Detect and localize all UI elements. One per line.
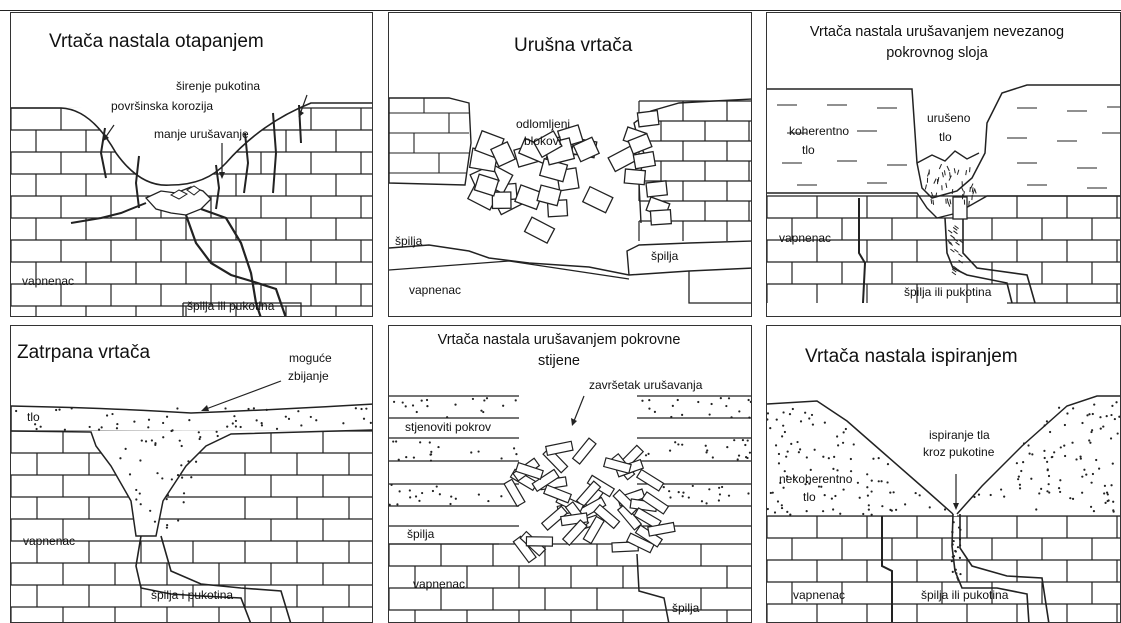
label-minor-collapse: manje urušavanje [154,127,249,141]
panel-suffosion-sinkhole: Vrtača nastala ispiranjem ispiranje tla … [766,325,1121,623]
solution-sinkhole-drawing [11,94,372,316]
label-cave: špilja i pukotina [151,588,234,602]
label-cave: špilja ili pukotina [904,285,992,299]
label-washing-1: ispiranje tla [929,428,990,442]
panel-cover-collapse-sinkhole: Vrtača nastala urušavanjem nevezanog pok… [766,12,1121,317]
label-coherent-2: tlo [802,143,815,157]
cover-collapse-drawing [767,84,1120,304]
panel-caprock-collapse-sinkhole: Vrtača nastala urušavanjem pokrovne stij… [388,325,752,623]
label-rock-cover: stjenoviti pokrov [405,420,492,434]
panel-collapse-sinkhole: Urušna vrtača odlomljeni blokovi špilja … [388,12,752,317]
label-compaction-1: moguće [289,351,332,365]
label-collapsed-2: tlo [939,130,952,144]
panel-title: Zatrpana vrtača [17,342,151,363]
panel-title-line-2: stijene [538,353,580,369]
label-collapsed-1: urušeno [927,111,971,125]
label-end-of-collapse: završetak urušavanja [589,378,703,392]
panel-title: Urušna vrtača [514,35,633,56]
label-surface-corrosion: površinska korozija [111,99,214,113]
label-cave-left: špilja [407,527,435,541]
panel-buried-sinkhole: Zatrpana vrtača moguće zbijanje tlo vapn… [10,325,373,623]
suffosion-drawing [767,395,1120,622]
panel-title-line-2: pokrovnog sloja [886,45,988,61]
label-limestone: vapnenac [409,283,462,297]
label-blocks-1: odlomljeni [516,117,571,131]
label-limestone: vapnenac [793,588,846,602]
label-limestone: vapnenac [23,534,76,548]
panel-title: Vrtača nastala otapanjem [49,31,264,52]
panel-title-line-1: Vrtača nastala urušavanjem pokrovne [437,332,681,348]
label-incoherent-2: tlo [803,490,816,504]
label-limestone: vapnenac [779,231,832,245]
label-incoherent-1: nekoherentno [779,472,853,486]
label-cave: špilja ili pukotina [921,588,1009,602]
label-soil: tlo [27,410,40,424]
label-compaction-2: zbijanje [288,369,329,383]
label-cave-bottom: špilja [672,601,700,615]
collapse-sinkhole-drawing [389,97,751,304]
label-cave: špilja ili pukotina [187,299,275,313]
panel-title: Vrtača nastala ispiranjem [805,346,1018,367]
panel-solution-sinkhole: Vrtača nastala otapanjem širenje pukotin… [10,12,373,317]
label-limestone: vapnenac [413,577,466,591]
caprock-collapse-drawing [389,395,751,622]
label-blocks-2: blokovi [524,134,562,148]
buried-sinkhole-drawing [11,380,372,622]
label-limestone: vapnenac [22,274,75,288]
label-cave-right: špilja [651,249,679,263]
label-cave-left: špilja [395,234,423,248]
panel-title-line-1: Vrtača nastala urušavanjem nevezanog [809,24,1065,40]
label-coherent-1: koherentno [789,124,850,138]
label-washing-2: kroz pukotine [923,445,995,459]
figure-top-border [0,10,1121,11]
label-crack-widening: širenje pukotina [176,79,261,93]
